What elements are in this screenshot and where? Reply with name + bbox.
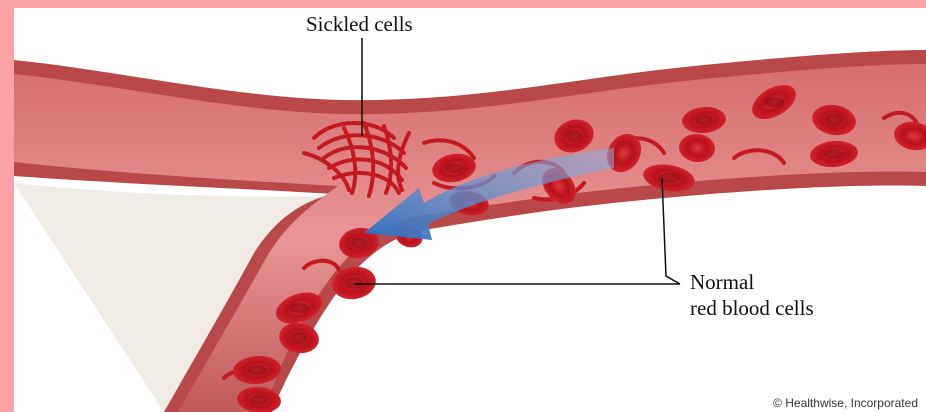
copyright-credit: © Healthwise, Incorporated xyxy=(773,396,918,410)
sickled-cells-label: Sickled cells xyxy=(306,12,413,36)
normal-cells-label-line2: red blood cells xyxy=(690,296,814,320)
normal-cells-label-line1: Normal xyxy=(690,270,754,294)
blood-vessel-illustration xyxy=(14,8,926,412)
illustration-frame: Sickled cells Normal red blood cells © H… xyxy=(14,8,926,412)
